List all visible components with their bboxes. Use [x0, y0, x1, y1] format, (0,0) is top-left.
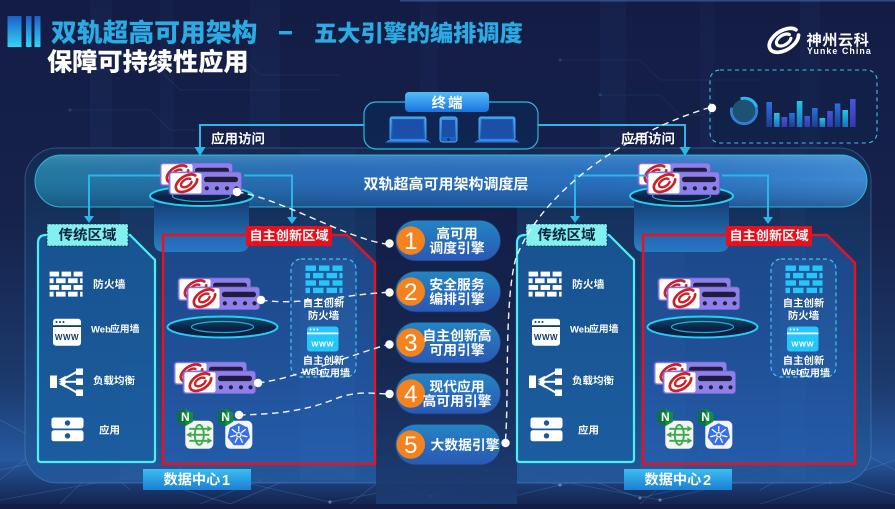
svg-text:N: N	[701, 410, 710, 424]
svg-text:Yunke China: Yunke China	[807, 46, 872, 56]
svg-text:WWW: WWW	[311, 339, 334, 348]
svg-text:5: 5	[404, 432, 417, 459]
svg-text:WWW: WWW	[791, 339, 814, 348]
svg-text:Web: Web	[782, 367, 802, 378]
svg-text:1: 1	[222, 473, 230, 489]
svg-text:N: N	[221, 410, 230, 424]
svg-text:N: N	[181, 410, 190, 424]
svg-text:N: N	[661, 410, 670, 424]
svg-text:4: 4	[404, 381, 417, 408]
svg-text:2: 2	[404, 279, 417, 306]
svg-text:WWW: WWW	[55, 333, 79, 342]
svg-text:3: 3	[404, 330, 417, 357]
svg-text:Web: Web	[570, 325, 590, 336]
svg-text:Web: Web	[91, 325, 111, 336]
svg-text:WWW: WWW	[534, 333, 558, 342]
svg-text:Web: Web	[302, 367, 322, 378]
svg-text:1: 1	[404, 228, 417, 255]
svg-text:2: 2	[703, 473, 711, 489]
